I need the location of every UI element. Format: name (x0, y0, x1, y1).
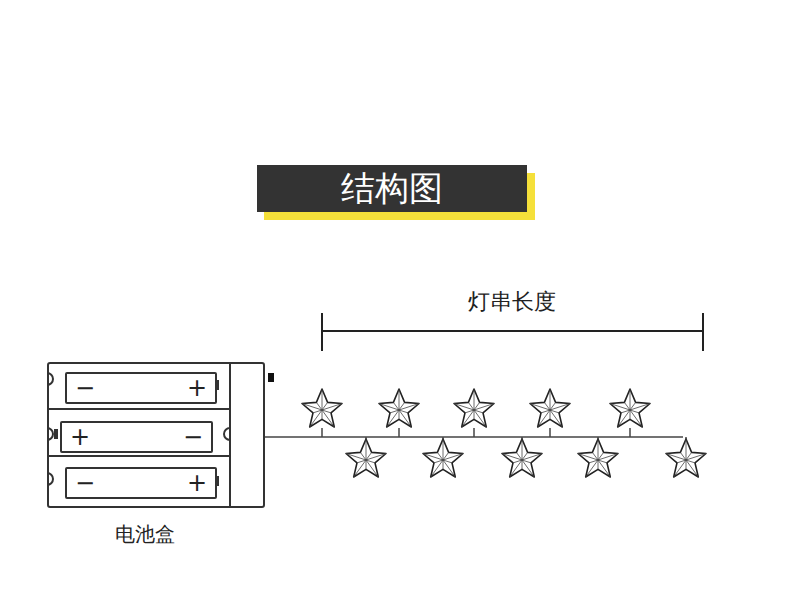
box-label: 电池盒 (115, 524, 175, 544)
battery: +− (60, 421, 213, 453)
title-text: 结构图 (341, 171, 443, 205)
dimension-label: 灯串长度 (468, 291, 556, 313)
switch (268, 373, 274, 382)
dimension-bracket (322, 313, 703, 351)
star-lights (302, 389, 706, 477)
title-plate (257, 165, 527, 212)
polarity-sign: + (70, 425, 90, 449)
polarity-sign: + (187, 376, 207, 400)
polarity-sign: − (75, 471, 95, 495)
battery-box-frame (47, 362, 230, 508)
polarity-sign: − (75, 376, 95, 400)
polarity-sign: + (187, 471, 207, 495)
battery: −+ (65, 467, 217, 499)
polarity-sign: − (183, 425, 203, 449)
battery: −+ (65, 372, 217, 404)
battery-box: 电池盒−++−−+ (47, 362, 265, 508)
